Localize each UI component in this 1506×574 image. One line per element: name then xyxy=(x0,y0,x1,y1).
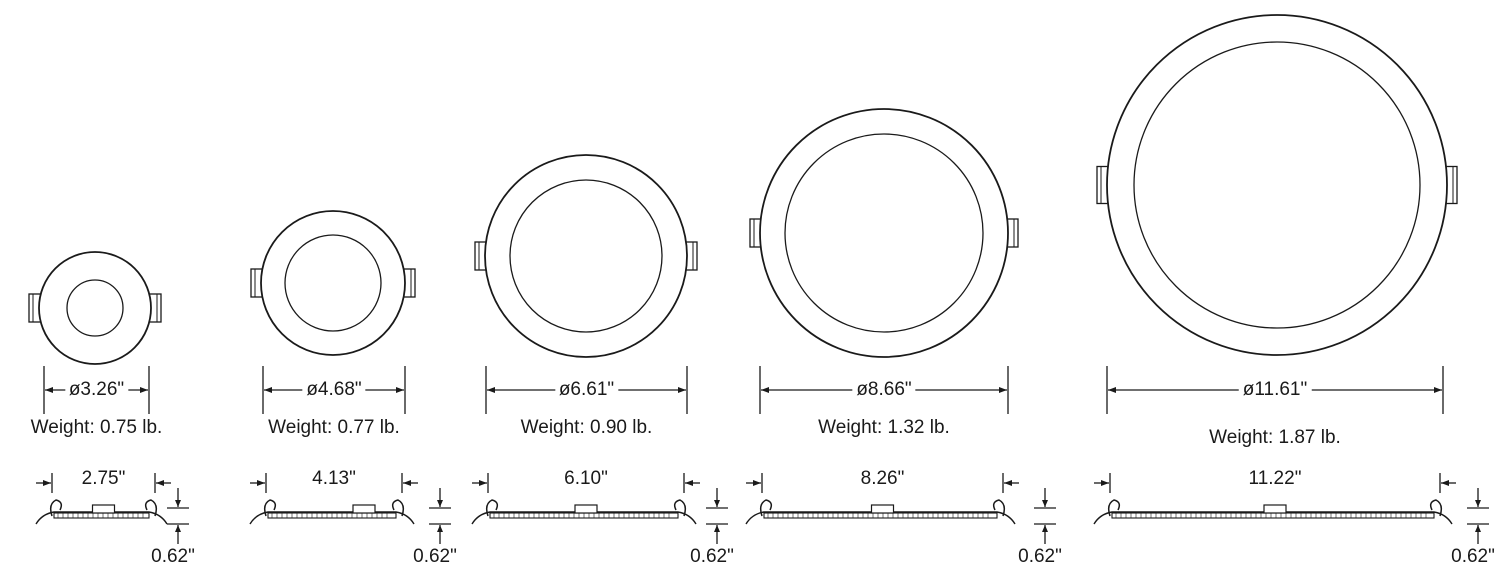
fixture-4 xyxy=(745,108,1056,544)
height-label: 0.62" xyxy=(413,546,457,567)
arrowhead xyxy=(175,525,181,532)
left-spring-clip xyxy=(759,499,773,517)
arrowhead xyxy=(437,525,443,532)
inner-lens xyxy=(784,133,984,333)
side-profile-body xyxy=(763,512,998,519)
outer-trim-ring xyxy=(260,210,406,356)
diameter-label: ø4.68" xyxy=(302,380,366,399)
driver-box xyxy=(1263,504,1287,514)
weight-label: Weight: 0.90 lb. xyxy=(520,417,653,438)
arrowhead xyxy=(175,500,181,507)
arrowhead xyxy=(396,387,404,393)
diameter-label: ø8.66" xyxy=(852,380,916,399)
left-spring-clip xyxy=(485,499,499,517)
arrowhead xyxy=(156,480,164,486)
weight-label: Weight: 1.32 lb. xyxy=(818,417,950,438)
diameter-label: ø11.61" xyxy=(1238,380,1312,399)
height-label: 0.62" xyxy=(690,546,734,567)
inner-lens xyxy=(509,179,663,333)
arrowhead xyxy=(1434,387,1442,393)
cutout-label: 4.13" xyxy=(312,468,356,489)
height-label: 0.62" xyxy=(151,546,195,567)
inner-lens xyxy=(284,234,382,332)
cutout-label: 11.22" xyxy=(1248,468,1302,489)
arrowhead xyxy=(43,480,51,486)
arrowhead xyxy=(1101,480,1109,486)
left-spring-clip xyxy=(49,499,63,517)
arrowhead xyxy=(761,387,769,393)
arrowhead xyxy=(1004,480,1012,486)
left-spring-clip xyxy=(263,499,277,517)
right-spring-clip xyxy=(673,499,687,517)
height-label: 0.62" xyxy=(1451,546,1495,567)
height-label: 0.62" xyxy=(1018,546,1062,567)
weight-label: Weight: 0.77 lb. xyxy=(268,417,400,438)
inner-lens xyxy=(1133,41,1421,329)
left-spring-clip xyxy=(1107,499,1121,517)
driver-box xyxy=(870,504,895,514)
cutout-label: 2.75" xyxy=(81,468,126,489)
arrowhead xyxy=(1042,525,1048,532)
weight-label: Weight: 0.75 lb. xyxy=(30,417,163,438)
arrowhead xyxy=(678,387,686,393)
side-profile-trim xyxy=(249,511,415,525)
driver-box xyxy=(352,504,376,514)
arrowhead xyxy=(403,480,411,486)
outer-trim-ring xyxy=(38,251,152,365)
arrowhead xyxy=(487,387,495,393)
cutout-label: 8.26" xyxy=(860,468,905,489)
arrowhead xyxy=(753,480,761,486)
arrowhead xyxy=(714,525,720,532)
outer-trim-ring xyxy=(1106,14,1448,356)
arrowhead xyxy=(999,387,1007,393)
arrowhead xyxy=(685,480,693,486)
outer-trim-ring xyxy=(759,108,1009,358)
arrowhead xyxy=(1475,500,1481,507)
outer-trim-ring xyxy=(484,154,688,358)
diameter-label: ø3.26" xyxy=(64,380,129,399)
arrowhead xyxy=(264,387,272,393)
arrowhead xyxy=(1475,525,1481,532)
fixture-1 xyxy=(28,251,189,544)
inner-lens xyxy=(66,279,124,337)
arrowhead xyxy=(1042,500,1048,507)
arrowhead xyxy=(1441,480,1449,486)
arrowhead xyxy=(1108,387,1116,393)
arrowhead xyxy=(45,387,53,393)
weight-label: Weight: 1.87 lb. xyxy=(1209,427,1341,448)
right-spring-clip xyxy=(144,499,158,517)
diameter-label: ø6.61" xyxy=(554,380,619,399)
fixture-3 xyxy=(471,154,728,544)
arrowhead xyxy=(257,480,265,486)
arrowhead xyxy=(437,500,443,507)
cutout-label: 6.10" xyxy=(564,468,608,489)
right-spring-clip xyxy=(1429,499,1443,517)
fixture-5 xyxy=(1093,14,1489,544)
arrowhead xyxy=(479,480,487,486)
driver-box xyxy=(574,504,598,514)
right-spring-clip xyxy=(992,499,1006,517)
fixture-2 xyxy=(249,210,451,544)
driver-box xyxy=(91,504,116,514)
arrowhead xyxy=(140,387,148,393)
arrowhead xyxy=(714,500,720,507)
right-spring-clip xyxy=(391,499,405,517)
